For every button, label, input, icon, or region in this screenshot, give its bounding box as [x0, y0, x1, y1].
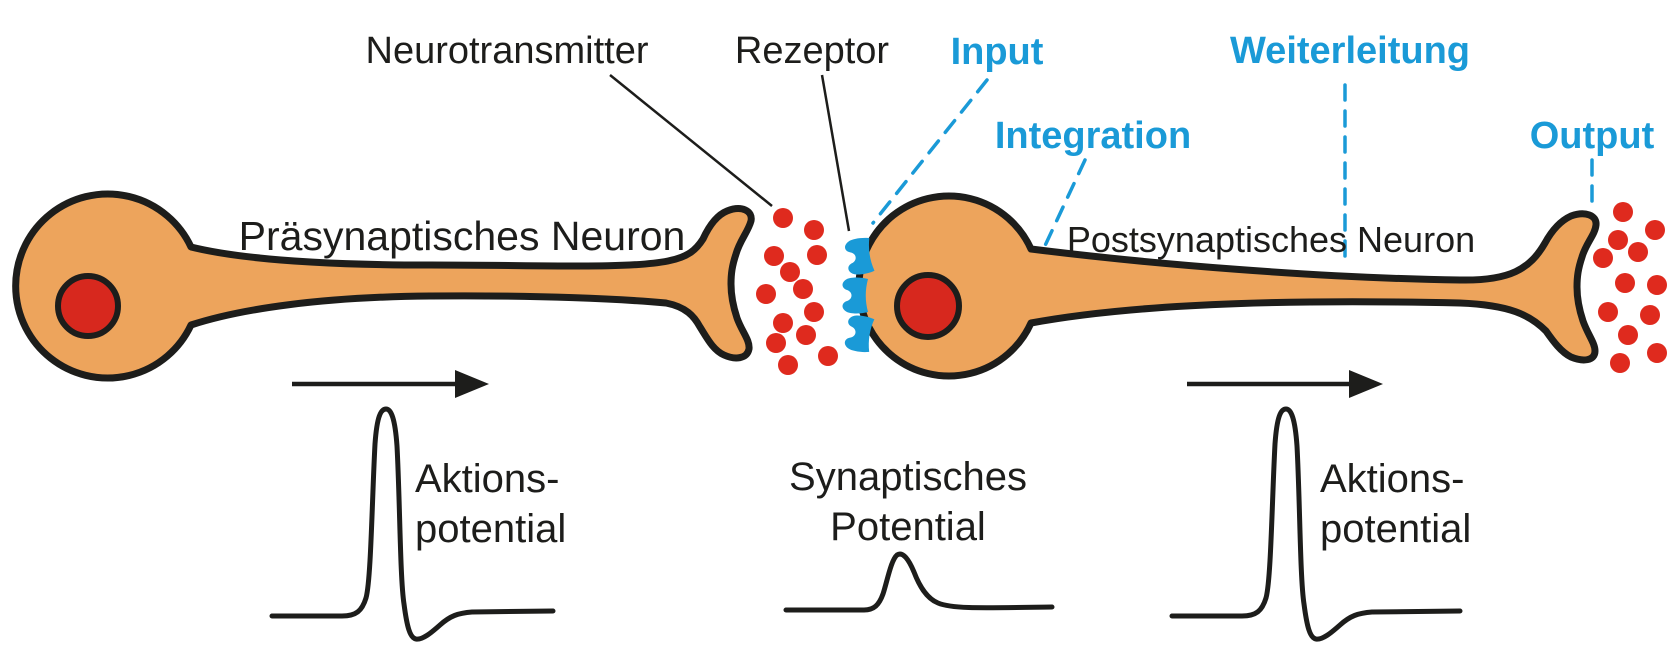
weiterleitung-label: Weiterleitung [1230, 30, 1470, 72]
presynaptic-neuron [12, 190, 755, 382]
arrow-head-icon [455, 370, 489, 398]
transmitter-dot [796, 325, 816, 345]
signal-direction-arrow-right [1187, 370, 1383, 398]
action-potential-label-line2: potential [1320, 507, 1471, 551]
input-dashed-line [871, 78, 989, 225]
transmitter-dot [1647, 343, 1667, 363]
receptor-label: Rezeptor [735, 30, 890, 72]
action-potential-curve-right [1169, 406, 1463, 642]
synaptic-potential-label-line1: Synaptisches [789, 455, 1027, 499]
receptor-icon [842, 277, 868, 314]
input-label: Input [951, 31, 1044, 73]
transmitter-dot [1613, 202, 1633, 222]
transmitter-dot [1610, 353, 1630, 373]
transmitter-dot [793, 279, 813, 299]
transmitter-dot [807, 245, 827, 265]
transmitter-dot [1645, 220, 1665, 240]
action-potential-label-right: Aktions- potential [1320, 457, 1471, 551]
receptor-icon [844, 315, 875, 353]
transmitter-dot [1640, 305, 1660, 325]
receptor-pointer-line [820, 74, 851, 232]
transmitter-dot [804, 302, 824, 322]
postsynaptic-nucleus [894, 272, 962, 340]
transmitter-dot [1598, 302, 1618, 322]
presynaptic-cell-body-and-axon [12, 190, 755, 382]
signal-direction-arrow-left [292, 370, 489, 398]
transmitter-dot [773, 313, 793, 333]
transmitter-dot [1628, 242, 1648, 262]
transmitter-dot [778, 355, 798, 375]
arrow-head-icon [1349, 370, 1383, 398]
transmitter-dot [756, 284, 776, 304]
action-potential-label-line1: Aktions- [415, 457, 560, 501]
integration-label: Integration [995, 115, 1191, 157]
output-label: Output [1530, 115, 1655, 157]
transmitter-dot [764, 246, 784, 266]
receptor-icon [845, 237, 875, 275]
postsynaptic-neuron-label: Postsynaptisches Neuron [1067, 219, 1475, 260]
transmitter-dot [1647, 275, 1667, 295]
postsynaptic-neuron [855, 192, 1600, 380]
presynaptic-neuron-label: Präsynaptisches Neuron [239, 213, 686, 259]
postsynaptic-cell-body-and-axon [855, 192, 1600, 380]
neurotransmitter-pointer-line [609, 74, 773, 207]
transmitter-dot [1615, 273, 1635, 293]
receptors [842, 237, 875, 353]
transmitter-dot [1593, 248, 1613, 268]
transmitter-dot [804, 220, 824, 240]
transmitter-dot [780, 262, 800, 282]
integration-dashed-line [1041, 158, 1087, 252]
transmitter-dot [818, 346, 838, 366]
synaptic-potential-label: Synaptisches Potential [789, 455, 1027, 549]
synaptic-potential-curve [783, 551, 1055, 613]
neurotransmitter-dots-output [1593, 202, 1667, 373]
action-potential-label-line2: potential [415, 507, 566, 551]
action-potential-label-left: Aktions- potential [415, 457, 566, 551]
transmitter-dot [773, 208, 793, 228]
transmitter-dot [1618, 325, 1638, 345]
transmitter-dot [766, 333, 786, 353]
neurotransmitter-label: Neurotransmitter [366, 30, 649, 72]
transmitter-dot [1608, 230, 1628, 250]
presynaptic-nucleus [55, 273, 121, 339]
action-potential-label-line1: Aktions- [1320, 457, 1465, 501]
synaptic-potential-label-line2: Potential [830, 505, 986, 549]
action-potential-curve-left [269, 406, 556, 642]
neurotransmitter-dots-cleft [756, 208, 838, 375]
